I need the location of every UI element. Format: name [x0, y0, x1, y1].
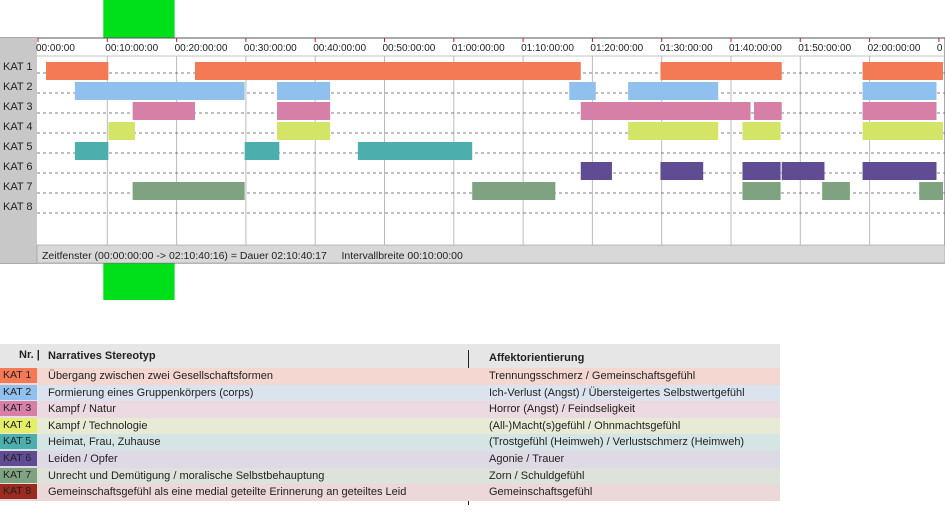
legend-affekt: Horror (Angst) / Feindseligkeit [489, 403, 636, 416]
legend-stereotyp: Leiden / Opfer [48, 453, 118, 465]
segment-bar [132, 102, 195, 120]
legend-category-chip: KAT 4 [0, 417, 37, 433]
legend-row: KAT 6 Leiden / Opfer Agonie / Trauer [0, 451, 780, 468]
legend-stereotyp: Kampf / Natur [48, 403, 116, 416]
tick-label: 00:50:00:00 [383, 43, 436, 54]
segment-bar [862, 62, 943, 80]
legend-row: KAT 7 Unrecht und Demütigung / moralische… [0, 467, 780, 485]
segment-bar [580, 102, 751, 120]
row-label: KAT 5 [3, 141, 33, 153]
legend-row: KAT 2 Formierung eines Gruppenkörpers (co… [0, 384, 780, 402]
row-label: KAT 8 [3, 201, 33, 213]
legend-affekt: Gemeinschaftsgefühl [489, 486, 593, 499]
segment-bar [862, 162, 937, 180]
tick-label: 01:30:00:00 [660, 43, 713, 54]
legend-affekt: Agonie / Trauer [489, 453, 565, 465]
segment-bar [754, 102, 782, 120]
legend-stereotyp: Gemeinschaftsgefühl als eine medial gete… [48, 486, 407, 499]
row-label: KAT 7 [3, 181, 33, 193]
segment-bar [862, 102, 937, 120]
tick-label: 00:30:00:00 [244, 43, 297, 54]
legend-row: KAT 3 Kampf / Natur Horror (Angst) / Feind… [0, 401, 780, 419]
legend-affekt: (Trostgefühl (Heimweh) / Verlustschmerz … [489, 436, 745, 449]
legend-header-affekt: Affektorientierung [489, 352, 585, 364]
tick-label: 01:00:00:00 [452, 43, 505, 54]
legend-stereotyp: Formierung eines Gruppenkörpers (corps) [48, 386, 254, 399]
segment-bar [862, 122, 943, 140]
tick-label: 00:10:00:00 [105, 43, 158, 54]
tick-label: 00:20:00:00 [175, 43, 228, 54]
segment-bar [660, 62, 782, 80]
legend-row: KAT 4 Kampf / Technologie (All-)Macht(s)ge… [0, 417, 780, 435]
segment-bar [628, 82, 719, 100]
segment-bar [277, 122, 331, 140]
legend-header-stereotyp: Narratives Stereotyp [48, 350, 156, 362]
segment-bar [277, 102, 331, 120]
segment-bar [628, 122, 719, 140]
segment-bar [277, 82, 331, 100]
legend-category-chip: KAT 1 [0, 368, 37, 383]
legend-affekt: Trennungsschmerz / Gemeinschaftsgefühl [489, 370, 696, 382]
tick-label: 01:50:00:00 [798, 43, 851, 54]
footer-bar [36, 244, 945, 264]
row-label: KAT 2 [3, 81, 33, 93]
legend-stereotyp: Unrecht und Demütigung / moralische Selb… [48, 469, 325, 482]
segment-bar [569, 82, 596, 100]
row-label: KAT 6 [3, 161, 33, 173]
tick-label: 00:40:00:00 [313, 43, 366, 54]
legend-category-chip: KAT 3 [0, 401, 37, 417]
tick-label: 02:00:00:00 [868, 43, 921, 54]
legend-category-chip: KAT 5 [0, 434, 37, 450]
legend-category-chip: KAT 2 [0, 384, 37, 400]
segment-bar [132, 182, 245, 200]
segment-bar [781, 162, 825, 180]
row-label: KAT 4 [3, 121, 33, 133]
segment-bar [660, 162, 704, 180]
segment-bar [74, 82, 245, 100]
legend-category-chip: KAT 8 [0, 484, 37, 500]
legend-category-chip: KAT 6 [0, 451, 37, 466]
legend-stereotyp: Übergang zwischen zwei Gesellschaftsform… [48, 370, 273, 382]
legend-affekt: (All-)Macht(s)gefühl / Ohnmachtsgefühl [489, 419, 681, 432]
legend-affekt: Ich-Verlust (Angst) / Übersteigertes Sel… [489, 386, 745, 399]
segment-bar [74, 142, 109, 160]
timeline-chart: 00:00:00 00:10:00:00 00:20:00:00 00:30:00:0… [0, 0, 945, 300]
segment-bar [472, 182, 556, 200]
segment-bar [742, 162, 781, 180]
segment-bar [194, 62, 581, 80]
segment-bar [742, 182, 781, 200]
legend-row: KAT 1 Übergang zwischen zwei Gesellschaft… [0, 368, 780, 385]
legend-row: KAT 8 Gemeinschaftsgefühl als eine medial… [0, 484, 780, 502]
tick-label: 0 [937, 43, 943, 54]
legend-header: Nr. | Narratives Stereotyp Affektorienti… [0, 344, 780, 368]
segment-bar [46, 62, 109, 80]
segment-bar [108, 122, 135, 140]
row-label: KAT 3 [3, 101, 33, 113]
segment-bar [244, 142, 280, 160]
row-label: KAT 1 [3, 61, 33, 73]
segment-bar [742, 122, 781, 140]
legend-affekt: Zorn / Schuldgefühl [489, 469, 585, 482]
legend-row: KAT 5 Heimat, Frau, Zuhause (Trostgefühl (… [0, 434, 780, 452]
tick-label: 01:40:00:00 [729, 43, 782, 54]
legend-category-chip: KAT 7 [0, 467, 37, 483]
tick-label: 00:00:00 [36, 43, 75, 54]
row-label-panel [0, 38, 37, 263]
footer-text: Zeitfenster (00:00:00:00 -> 02:10:40:16)… [42, 250, 463, 262]
legend-stereotyp: Kampf / Technologie [48, 419, 148, 432]
segment-bar [580, 162, 612, 180]
legend-stereotyp: Heimat, Frau, Zuhause [48, 436, 161, 449]
segment-bar [862, 82, 937, 100]
legend-header-nr: Nr. | [19, 349, 40, 361]
tick-label: 01:20:00:00 [590, 43, 643, 54]
tick-label: 01:10:00:00 [521, 43, 574, 54]
segment-bar [357, 142, 473, 160]
segment-bar [919, 182, 943, 200]
legend-table: Nr. | Narratives Stereotyp Affektorienti… [0, 340, 780, 510]
segment-bar [822, 182, 850, 200]
